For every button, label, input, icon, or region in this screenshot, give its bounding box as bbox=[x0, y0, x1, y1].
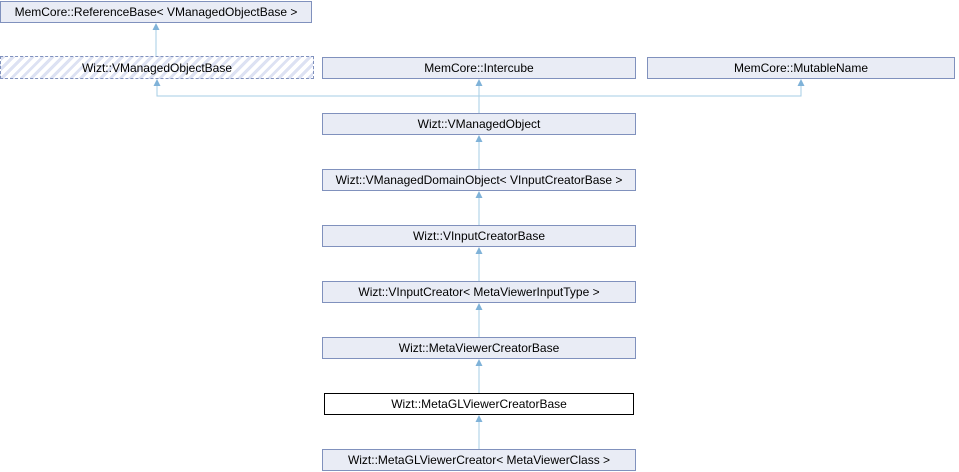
class-node-vmanaged-domain-object[interactable]: Wizt::VManagedDomainObject< VInputCreato… bbox=[322, 169, 636, 191]
class-node-vinput-creator-base[interactable]: Wizt::VInputCreatorBase bbox=[322, 225, 636, 247]
class-node-vmanaged-object-base: Wizt::VManagedObjectBase bbox=[0, 56, 314, 79]
class-node-meta-viewer-creator-base[interactable]: Wizt::MetaViewerCreatorBase bbox=[322, 337, 636, 359]
class-node-vinput-creator[interactable]: Wizt::VInputCreator< MetaViewerInputType… bbox=[322, 281, 636, 303]
class-node-meta-gl-viewer-creator-base: Wizt::MetaGLViewerCreatorBase bbox=[324, 393, 634, 415]
class-node-intercube[interactable]: MemCore::Intercube bbox=[322, 57, 636, 79]
class-node-meta-gl-viewer-creator[interactable]: Wizt::MetaGLViewerCreator< MetaViewerCla… bbox=[322, 449, 636, 471]
class-node-vmanaged-object[interactable]: Wizt::VManagedObject bbox=[322, 113, 636, 135]
class-node-mutable-name[interactable]: MemCore::MutableName bbox=[647, 57, 955, 79]
class-node-reference-base[interactable]: MemCore::ReferenceBase< VManagedObjectBa… bbox=[0, 1, 312, 23]
